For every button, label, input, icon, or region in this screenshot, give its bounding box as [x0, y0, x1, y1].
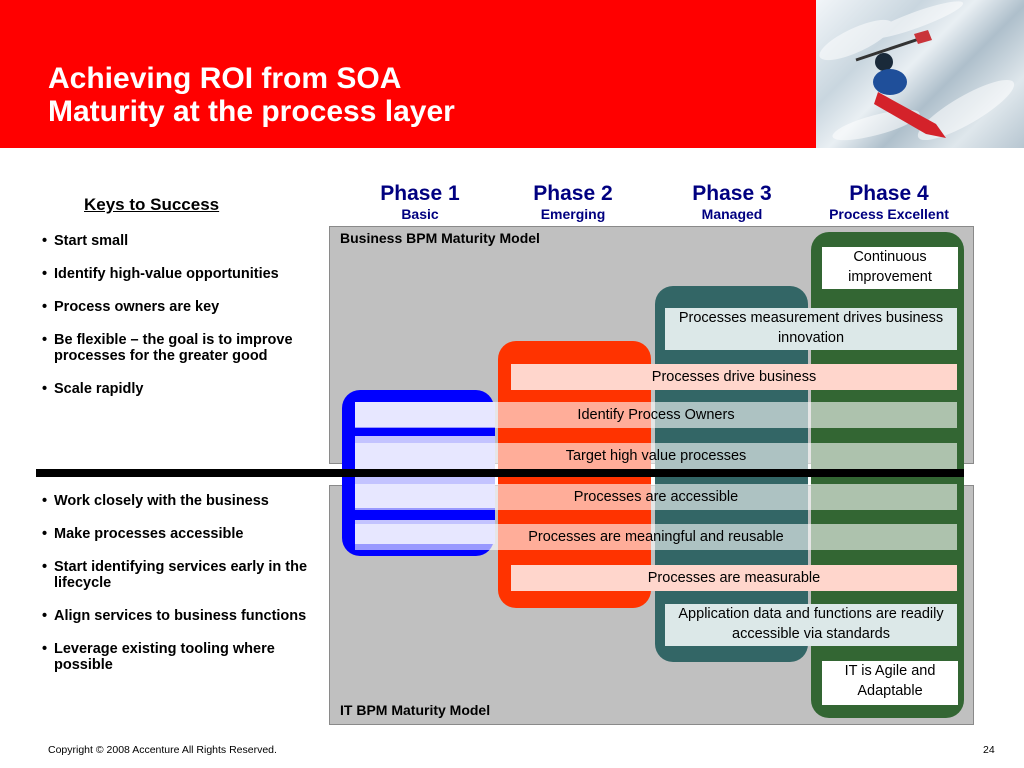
phase-3-name: Phase 3: [692, 182, 772, 205]
it-keys-list: Work closely with the business Make proc…: [42, 493, 327, 690]
phase-4-name: Phase 4: [849, 182, 929, 205]
kayaker-illustration: [819, 1, 1015, 141]
kayaker-photo: [816, 0, 1024, 148]
phase-4-header: Phase 4 Process Excellent: [814, 182, 964, 222]
list-item: Make processes accessible: [42, 526, 327, 542]
phase-4-sub: Process Excellent: [829, 206, 949, 222]
phase-2-header: Phase 2 Emerging: [498, 182, 648, 222]
phase-2-sub: Emerging: [540, 206, 606, 222]
list-item: Start small: [42, 233, 327, 249]
list-item: Scale rapidly: [42, 381, 327, 397]
list-item: Be flexible – the goal is to improve pro…: [42, 332, 327, 364]
page-title: Achieving ROI from SOA Maturity at the p…: [48, 62, 455, 128]
phase-3-sub: Managed: [701, 206, 763, 222]
phase-3-header: Phase 3 Managed: [657, 182, 807, 222]
list-item: Work closely with the business: [42, 493, 327, 509]
bar-it-agile: IT is Agile and Adaptable: [822, 661, 958, 705]
bar-continuous-improvement: Continuous improvement: [822, 247, 958, 289]
bar-identify-process-owners: Identify Process Owners: [355, 402, 957, 428]
business-keys-list: Start small Identify high-value opportun…: [42, 233, 327, 414]
list-item: Process owners are key: [42, 299, 327, 315]
phase-2-name: Phase 2: [533, 182, 613, 205]
list-item: Identify high-value opportunities: [42, 266, 327, 282]
bar-application-data: Application data and functions are readi…: [665, 604, 957, 646]
phase-1-stripe: [343, 508, 495, 520]
phase-1-stripe: [343, 427, 495, 436]
page-number: 24: [983, 744, 995, 756]
bar-processes-meaningful: Processes are meaningful and reusable: [355, 524, 957, 550]
bar-target-high-value: Target high value processes: [355, 443, 957, 469]
title-line-2: Maturity at the process layer: [48, 95, 455, 128]
copyright-text: Copyright © 2008 Accenture All Rights Re…: [48, 744, 277, 756]
phase-1-header: Phase 1 Basic: [345, 182, 495, 222]
business-model-label: Business BPM Maturity Model: [340, 230, 540, 246]
keys-to-success-title: Keys to Success: [84, 195, 220, 214]
phase-1-name: Phase 1: [380, 182, 460, 205]
title-line-1: Achieving ROI from SOA: [48, 62, 402, 95]
phase-1-sub: Basic: [401, 206, 439, 222]
it-model-label: IT BPM Maturity Model: [340, 702, 491, 718]
bar-processes-measurement: Processes measurement drives business in…: [665, 308, 957, 350]
list-item: Leverage existing tooling where possible: [42, 641, 327, 673]
bar-processes-measurable: Processes are measurable: [511, 565, 957, 591]
list-item: Start identifying services early in the …: [42, 559, 327, 591]
model-divider: [36, 469, 964, 477]
bar-processes-drive-business: Processes drive business: [511, 364, 957, 390]
bar-processes-accessible: Processes are accessible: [355, 484, 957, 510]
list-item: Align services to business functions: [42, 608, 327, 624]
